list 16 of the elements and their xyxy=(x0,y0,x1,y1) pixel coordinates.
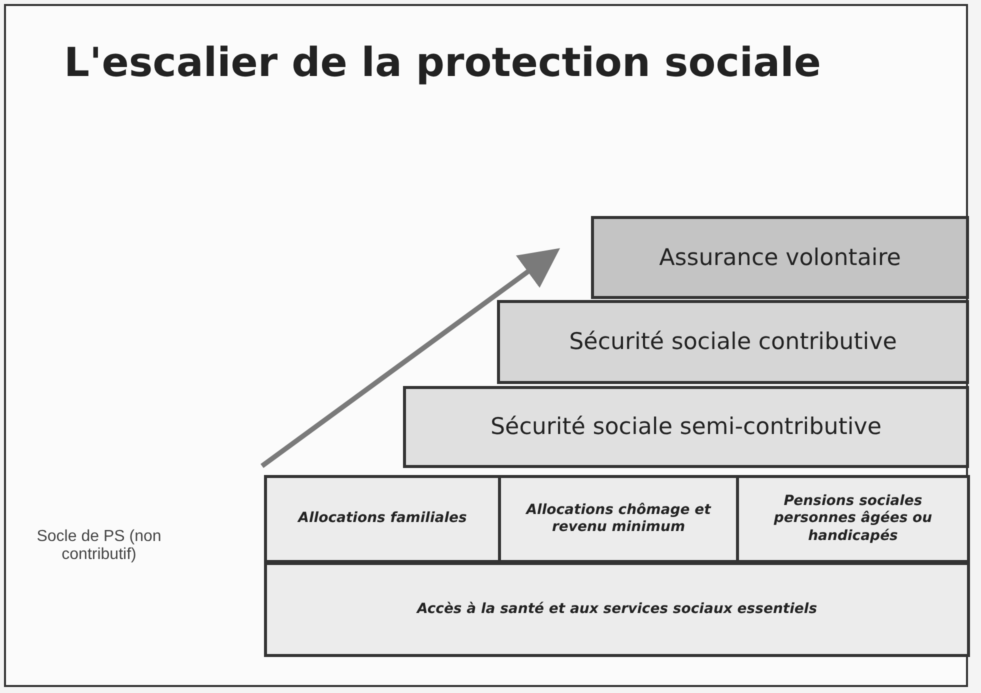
step-label: Sécurité sociale semi-contributive xyxy=(490,414,882,440)
stair-step-box xyxy=(591,216,969,299)
stair-step-box xyxy=(403,386,969,468)
step-label: Sécurité sociale contributive xyxy=(569,329,897,355)
slide-title: L'escalier de la protection sociale xyxy=(64,40,821,86)
stair-step-box xyxy=(736,475,970,563)
step-label: Assurance volontaire xyxy=(659,244,901,270)
step-label: Pensions sociales personnes âgées ou handicapés xyxy=(772,492,934,546)
step-label: Allocations familiales xyxy=(298,510,467,528)
stair-step-box xyxy=(498,475,739,563)
step-label: Accès à la santé et aux services sociaux essentiels xyxy=(416,600,818,618)
stair-step-box xyxy=(264,475,501,563)
stair-step-box xyxy=(497,300,969,384)
side-label: Socle de PS (non contributif) xyxy=(36,528,162,564)
step-label: Allocations chômage et revenu minimum xyxy=(524,502,712,536)
stair-step-box xyxy=(264,562,970,657)
